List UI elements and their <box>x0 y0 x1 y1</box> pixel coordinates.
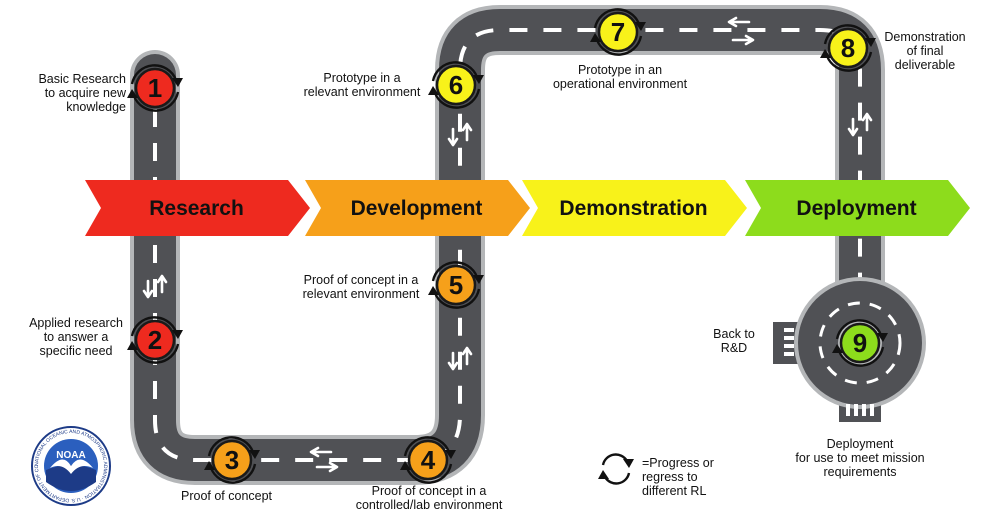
milestone-5-marker: 5 <box>428 261 484 309</box>
milestone-1-number: 1 <box>148 73 162 103</box>
direction-arrow-icon <box>447 351 459 371</box>
crosswalk-stripe <box>784 352 794 356</box>
milestone-9-number: 9 <box>853 328 867 358</box>
crosswalk-stripe <box>784 336 794 340</box>
crosswalk-stripe <box>862 404 866 416</box>
crosswalk-stripe <box>784 344 794 348</box>
milestone-2-number: 2 <box>148 325 162 355</box>
milestone-9-marker: 9 <box>832 319 888 367</box>
road <box>130 5 885 485</box>
milestone-7-marker: 7 <box>590 8 646 56</box>
milestone-8-marker: 8 <box>820 24 876 72</box>
direction-arrow-icon <box>156 274 168 294</box>
crosswalk-stripe <box>784 328 794 332</box>
road-center-dashes <box>153 28 862 462</box>
direction-arrow-icon <box>447 127 459 147</box>
cycle-legend-icon <box>598 453 634 485</box>
direction-arrow-icon <box>731 34 755 46</box>
milestone-4-marker: 4 <box>400 436 456 484</box>
milestone-6-marker: 6 <box>428 61 484 109</box>
milestone-6-number: 6 <box>449 70 463 100</box>
milestone-7-number: 7 <box>611 17 625 47</box>
road-edge <box>130 5 885 485</box>
stage-chevron-demonstration <box>522 180 747 236</box>
direction-arrow-icon <box>847 117 859 137</box>
milestone-3-marker: 3 <box>204 436 260 484</box>
stage-label-demonstration: Demonstration <box>559 197 707 220</box>
milestone-1-marker: 1 <box>127 64 183 112</box>
stage-label-research: Research <box>149 197 244 220</box>
direction-arrow-icon <box>461 346 473 366</box>
roundabout-lane-markings <box>818 301 902 385</box>
stage-label-development: Development <box>351 197 483 220</box>
direction-arrow-icon <box>309 446 333 458</box>
direction-arrow-icon <box>461 122 473 142</box>
milestone-4-number: 4 <box>421 445 436 475</box>
stage-chevron-development <box>305 180 530 236</box>
crosswalk-stripe <box>870 404 874 416</box>
milestone-8-number: 8 <box>841 33 855 63</box>
noaa-logo-text: NOAA <box>56 450 85 461</box>
direction-arrow-icon <box>861 112 873 132</box>
crosswalk-stripe <box>854 404 858 416</box>
stage-band: Research Development Demonstration Deployme… <box>85 180 970 236</box>
crosswalk-stripe <box>846 404 850 416</box>
milestone-2-marker: 2 <box>127 316 183 364</box>
milestone-5-number: 5 <box>449 270 463 300</box>
stage-label-deployment: Deployment <box>796 197 916 220</box>
stage-chevron-research <box>85 180 310 236</box>
direction-arrow-icon <box>315 461 339 473</box>
milestone-3-number: 3 <box>225 445 239 475</box>
milestone-3-label: Proof of concept <box>181 489 273 503</box>
road-surface <box>134 9 881 481</box>
direction-arrow-icon <box>727 16 751 28</box>
stage-chevron-deployment <box>745 180 970 236</box>
direction-arrow-icon <box>142 279 154 299</box>
